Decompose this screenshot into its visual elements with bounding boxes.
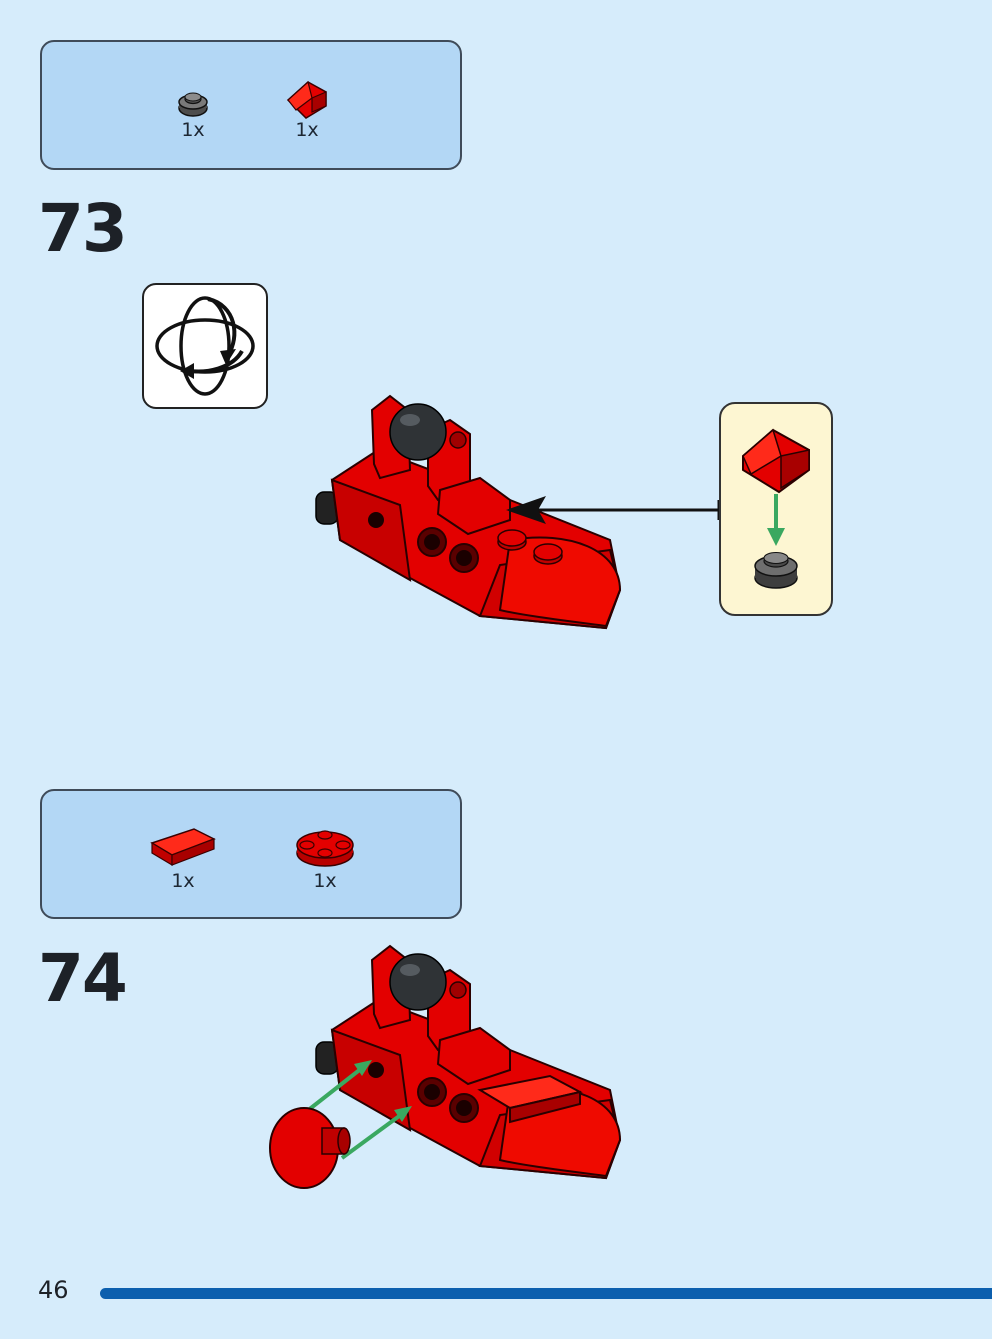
round-plate-attach-illustration: [269, 1060, 412, 1189]
red-model-illustration: [315, 394, 622, 630]
parts-box-step-74: 1x 1x: [40, 789, 462, 919]
model-step-73: [310, 390, 630, 639]
part-quantity: 1x: [171, 870, 195, 892]
part-round-plate: 1x: [158, 86, 228, 140]
red-model-illustration: [315, 944, 622, 1180]
part-quantity: 1x: [295, 119, 319, 141]
sub-assembly-callout: [719, 402, 833, 616]
parts-box-step-73: 1x 1x: [40, 40, 462, 170]
round-plate-red-icon: [296, 830, 354, 867]
model-step-74: [310, 940, 630, 1189]
rotate-model-box: [142, 283, 268, 409]
rotate-model-icon: [155, 296, 255, 396]
tile-red-icon: [150, 828, 216, 867]
part-quantity: 1x: [313, 870, 337, 892]
page-number: 46: [38, 1276, 69, 1304]
page-progress-bar: [100, 1288, 992, 1299]
part-quantity: 1x: [181, 119, 205, 141]
step-number: 73: [38, 190, 128, 267]
part-tile: 1x: [148, 823, 218, 891]
step-number: 74: [38, 940, 128, 1017]
insert-arrow: [506, 496, 721, 524]
slope-red-icon: [286, 80, 327, 119]
part-slope: 1x: [272, 76, 342, 140]
round-plate-dark-grey-icon: [178, 92, 208, 117]
sub-assembly-illustration: [742, 428, 810, 589]
part-round-plate: 1x: [290, 821, 360, 891]
